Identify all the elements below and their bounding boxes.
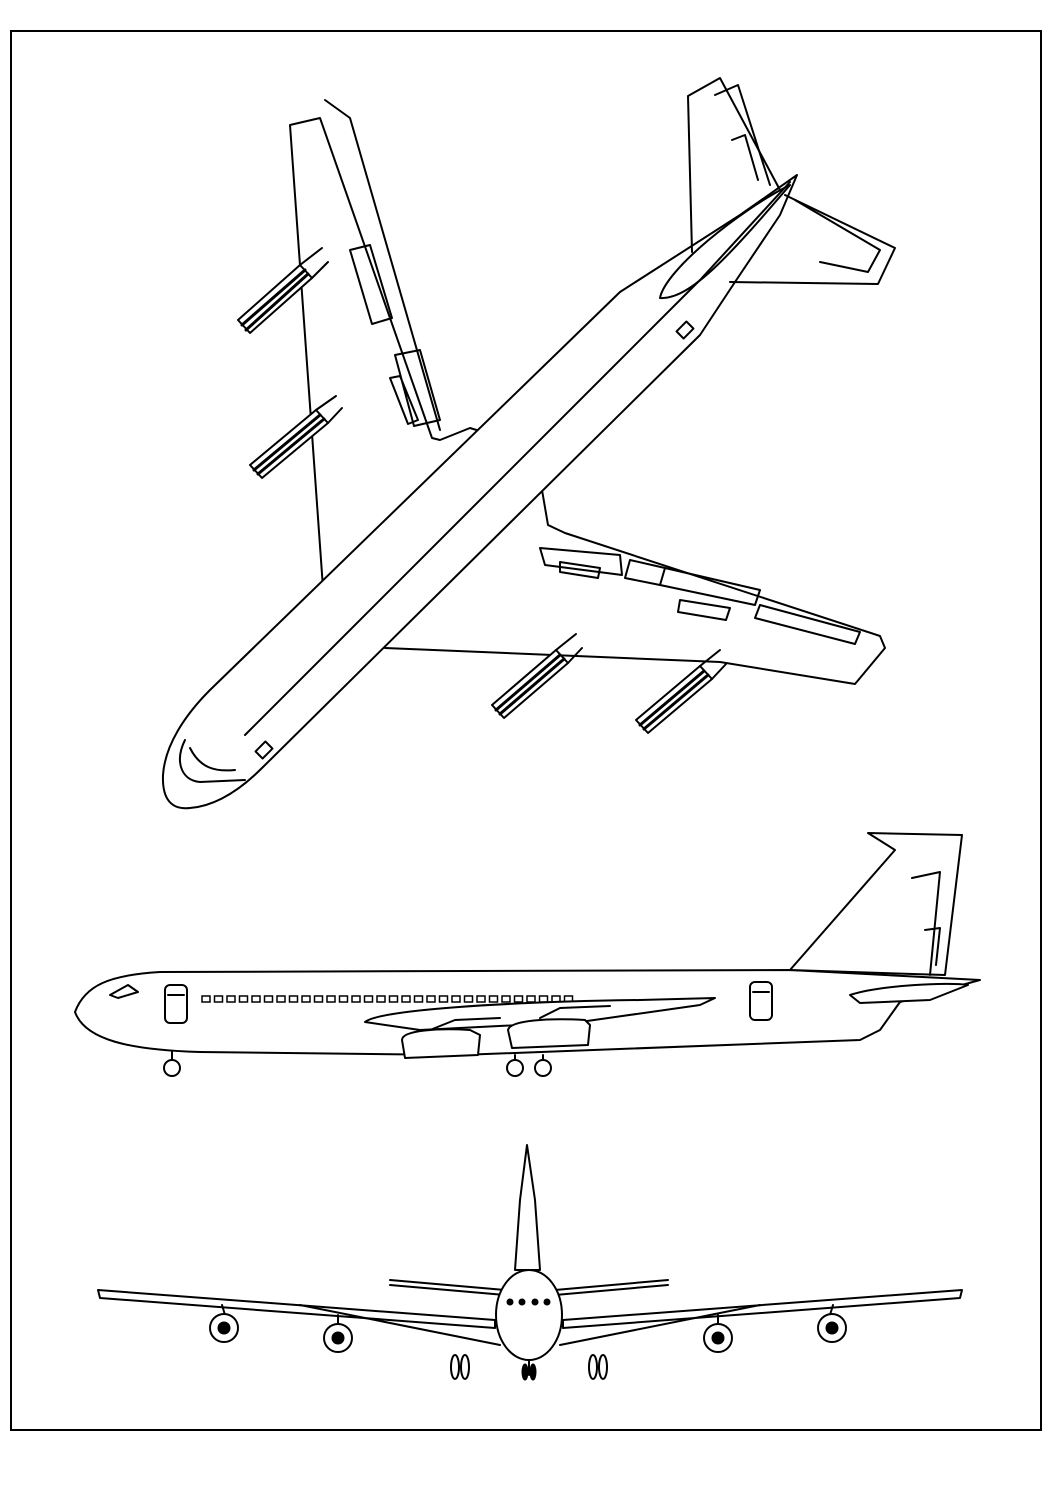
side-view-window bbox=[313, 995, 324, 1003]
front-view bbox=[97, 1144, 963, 1381]
front-view-right-wing bbox=[562, 1289, 963, 1329]
front-view-engine-2 bbox=[323, 1314, 353, 1353]
side-view-window bbox=[238, 995, 249, 1003]
side-view-window bbox=[488, 995, 499, 1003]
side-view-window bbox=[326, 995, 336, 1003]
side-view-window bbox=[376, 995, 386, 1003]
side-view-window bbox=[451, 995, 461, 1003]
front-view-left-wing bbox=[97, 1289, 496, 1329]
front-view-horizontal-stabilizer bbox=[389, 1279, 669, 1296]
top-view-door-front bbox=[254, 740, 274, 760]
page-frame bbox=[10, 30, 1042, 1431]
front-view-engine-4 bbox=[817, 1304, 847, 1343]
side-view-window bbox=[501, 995, 511, 1003]
side-view-window bbox=[413, 995, 424, 1003]
top-view-near-wing bbox=[384, 489, 886, 685]
side-view-window bbox=[338, 995, 349, 1003]
side-view-window bbox=[476, 995, 486, 1003]
front-view-fuselage bbox=[495, 1269, 563, 1361]
top-view-tail-fin-detail bbox=[714, 84, 771, 186]
side-view-rudder bbox=[911, 871, 941, 976]
side-view-window bbox=[388, 995, 399, 1003]
side-view-nose-wheel bbox=[163, 1059, 181, 1077]
front-view-nose-gear bbox=[521, 1359, 537, 1381]
top-view-near-engine-outer bbox=[635, 649, 727, 734]
top-view-horizontal-stabilizer bbox=[729, 194, 896, 285]
front-view-tail-fin bbox=[514, 1144, 541, 1271]
side-view-window bbox=[513, 995, 524, 1003]
side-view-window bbox=[213, 995, 224, 1003]
top-view-cockpit bbox=[179, 739, 246, 783]
front-view-cockpit-windows bbox=[506, 1298, 551, 1306]
side-view-window-row bbox=[201, 995, 574, 1003]
side-view-window bbox=[276, 995, 286, 1003]
side-view-main-wheel-front bbox=[506, 1059, 524, 1077]
top-view-far-wing bbox=[289, 117, 484, 589]
side-view-door-rear bbox=[749, 981, 773, 1021]
front-view-right-main-gear bbox=[588, 1354, 608, 1380]
top-view-far-wing-spoiler-line bbox=[324, 99, 441, 431]
top-view-near-wing-flaps bbox=[539, 547, 861, 645]
front-view-engine-3 bbox=[703, 1314, 733, 1353]
top-view-far-wing-flaps bbox=[349, 244, 441, 427]
top-view-far-engine-inner bbox=[249, 395, 343, 479]
side-view-main-wheel-rear bbox=[534, 1059, 552, 1077]
side-view bbox=[74, 832, 981, 1077]
side-view-window bbox=[288, 995, 299, 1003]
side-view-tail-fin bbox=[789, 832, 963, 976]
top-view-fuselage bbox=[161, 174, 798, 810]
side-view-window bbox=[538, 995, 549, 1003]
side-view-engine-outer bbox=[507, 1005, 611, 1049]
side-view-window bbox=[426, 995, 436, 1003]
side-view-window bbox=[463, 995, 474, 1003]
side-view-window bbox=[301, 995, 311, 1003]
top-view-dorsal-fillet bbox=[659, 184, 791, 300]
front-view-left-main-gear bbox=[450, 1354, 470, 1380]
side-view-cockpit-window bbox=[109, 984, 139, 999]
side-view-door-front bbox=[164, 984, 188, 1024]
front-view-engine-1 bbox=[209, 1304, 239, 1343]
side-view-window bbox=[201, 995, 211, 1003]
side-view-window bbox=[226, 995, 236, 1003]
side-view-window bbox=[526, 995, 536, 1003]
top-view-door-rear bbox=[675, 320, 695, 340]
side-view-engine-inner bbox=[401, 1017, 501, 1059]
side-view-window bbox=[263, 995, 274, 1003]
top-view-elevator bbox=[794, 199, 881, 273]
top-view-far-engine-outer bbox=[237, 247, 329, 334]
side-view-window bbox=[351, 995, 361, 1003]
side-view-window bbox=[363, 995, 374, 1003]
side-view-window bbox=[401, 995, 411, 1003]
side-view-window bbox=[251, 995, 261, 1003]
side-view-window bbox=[438, 995, 449, 1003]
top-view-near-engine-inner bbox=[491, 633, 583, 719]
side-view-main-gear-strut bbox=[514, 1054, 544, 1061]
top-view bbox=[161, 77, 896, 810]
side-view-horizontal-stabilizer bbox=[849, 982, 969, 1004]
top-view-tail-fin bbox=[687, 77, 781, 253]
